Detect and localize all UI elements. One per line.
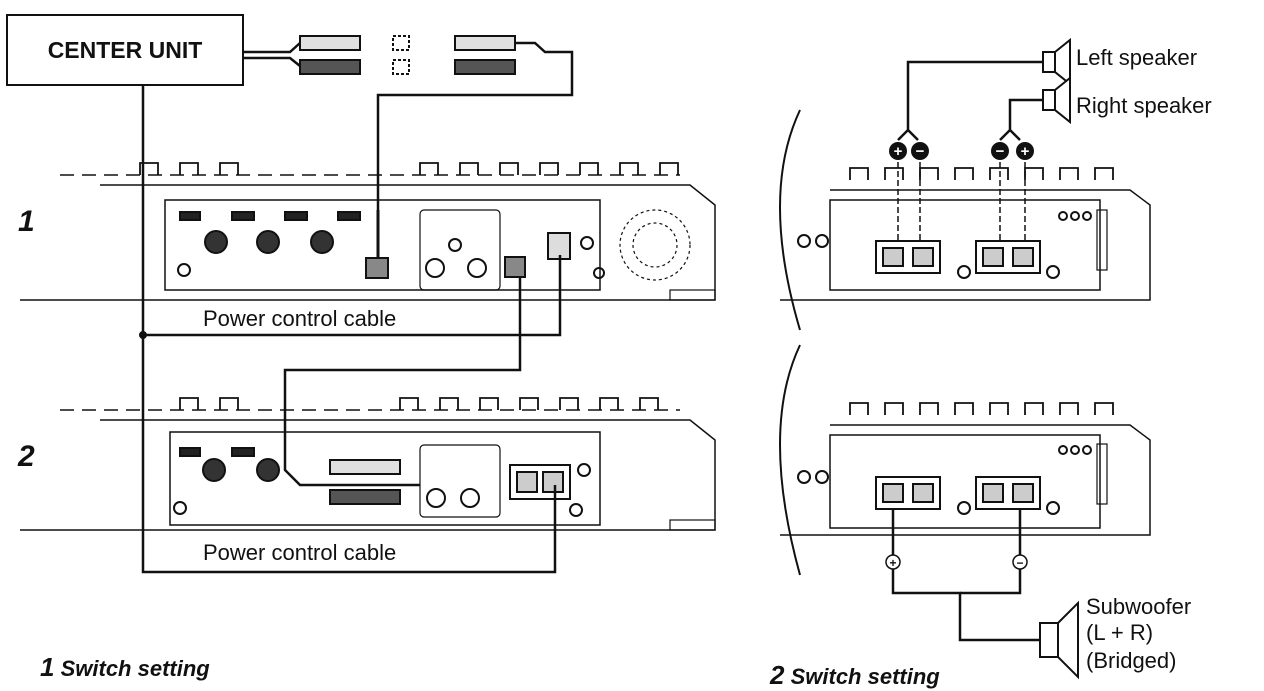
polarity-marker [889,142,907,160]
polarity-label: + [894,143,903,160]
subwoofer-label-line1: Subwoofer [1086,594,1192,619]
amp-bottom-right-view [780,402,1151,536]
polarity-marker [991,142,1009,160]
polarity-label: − [916,143,925,160]
amp-number-1: 1 [18,205,35,238]
footer-text-1: Switch setting [60,656,210,681]
footer-switch-setting-1: 1 Switch setting [40,652,210,683]
polarity-label: + [1021,143,1030,160]
right-speaker-wire [999,98,1043,141]
right-speaker-icon [1042,75,1071,125]
footer-number-2: 2 [770,660,785,690]
panel-frame-lower [779,344,801,576]
footer-number-1: 1 [40,652,55,682]
power-control-cable-1 [141,80,562,337]
polarity-marker [885,554,901,570]
panel-frame-upper [779,109,801,331]
polarity-marker [911,142,929,160]
amp-top-right-view [780,167,1151,301]
link-cable [283,265,522,487]
left-speaker-icon [1042,37,1071,87]
amplifier-1 [20,162,716,301]
footer-text-2: Switch setting [790,664,940,689]
subwoofer-icon [1039,600,1079,680]
rca-cables [244,35,574,279]
polarity-label: − [996,143,1005,160]
subwoofer-label-line2: (L + R) [1086,620,1154,645]
amplifier-2 [20,397,716,531]
subwoofer-label-line3: (Bridged) [1086,648,1177,673]
amp-number-2: 2 [18,440,35,473]
center-unit-box: CENTER UNIT [6,14,244,86]
footer-switch-setting-2: 2 Switch setting [770,660,940,691]
left-speaker-wire [897,60,1043,141]
center-unit-label: CENTER UNIT [47,36,203,63]
power-control-cable-label-2: Power control cable [201,540,399,566]
polarity-label: − [1016,556,1023,570]
polarity-label: + [889,556,896,570]
left-speaker-label: Left speaker [1076,45,1198,70]
power-control-cable-label-1: Power control cable [201,306,399,332]
polarity-marker [1012,554,1028,570]
polarity-marker [1016,142,1034,160]
power-control-cable-2 [141,335,557,574]
right-speaker-label: Right speaker [1076,93,1212,118]
